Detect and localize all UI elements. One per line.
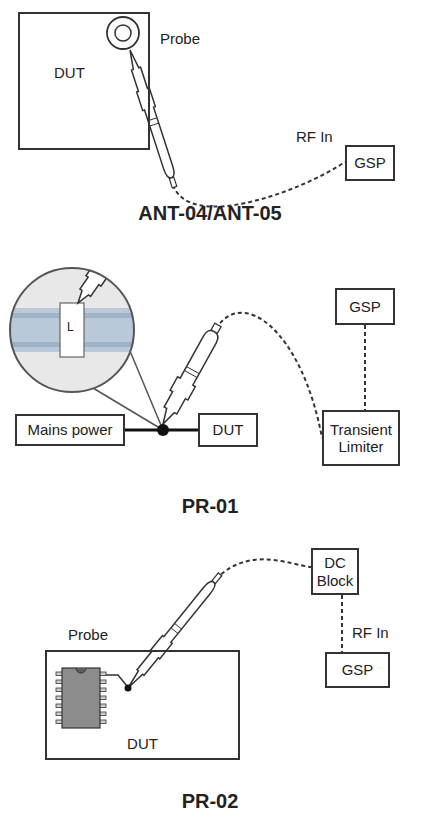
node-text: GSP (354, 154, 386, 171)
live-terminal (60, 303, 84, 357)
box-text: Mains power (27, 421, 112, 438)
ic-chip (56, 668, 106, 728)
setup-caption: ANT-04/ANT-05 (138, 202, 281, 225)
node-text: DUT (54, 64, 85, 81)
node-text: GSP (349, 298, 381, 315)
box-text: DUT (54, 64, 85, 81)
magnified-view (0, 222, 163, 430)
analyzer-box: GSP (325, 652, 390, 688)
setup-caption: PR-02 (182, 790, 239, 813)
probe-cable (216, 559, 311, 579)
box-text: DC Block (315, 554, 355, 589)
box-text: DUT (127, 735, 158, 752)
probe-handle (124, 48, 181, 189)
probe-cable (173, 162, 345, 207)
probe-contact (125, 685, 132, 692)
box-text: GSP (349, 298, 381, 315)
terminal-label: L (67, 321, 74, 335)
port-label: RF In (352, 624, 389, 641)
probe-label: Probe (160, 30, 200, 47)
node-text: Transient Limiter (327, 421, 395, 456)
dut-box: DUT (45, 650, 240, 760)
mains-box: Mains power (15, 414, 125, 446)
probe-handle (123, 570, 225, 692)
magnifier-ring (10, 268, 134, 392)
probe-loop (107, 17, 139, 49)
port-label: RF In (296, 128, 333, 145)
box-text: Transient Limiter (327, 421, 395, 456)
magnifier-leader (130, 351, 163, 430)
loop-probe (107, 17, 345, 207)
probe-tip (71, 222, 139, 308)
junction-dot (157, 424, 169, 436)
probe-label: Probe (68, 626, 108, 643)
ic-body (62, 668, 100, 728)
ic-notch (76, 668, 86, 673)
node-text: DUT (127, 735, 158, 752)
analyzer-box: GSP (335, 288, 395, 325)
dc-block-box: DC Block (311, 548, 359, 595)
node-text: DUT (213, 421, 244, 438)
node-text: DC Block (315, 554, 355, 589)
rf-cable (341, 595, 343, 652)
pcb-trace (106, 675, 127, 686)
analyzer-box: GSP (345, 145, 395, 181)
box-text: GSP (342, 661, 374, 678)
dut-box: DUT (198, 413, 258, 447)
setup-caption: PR-01 (182, 495, 239, 518)
dut-box: DUT (18, 12, 150, 150)
box-text: DUT (213, 421, 244, 438)
node-text: GSP (342, 661, 374, 678)
rf-cable (364, 325, 366, 410)
chip-probe (56, 559, 311, 728)
box-text: GSP (354, 154, 386, 171)
probe-loop-inner (115, 25, 131, 41)
limiter-box: Transient Limiter (322, 410, 400, 466)
node-text: Mains power (27, 421, 112, 438)
